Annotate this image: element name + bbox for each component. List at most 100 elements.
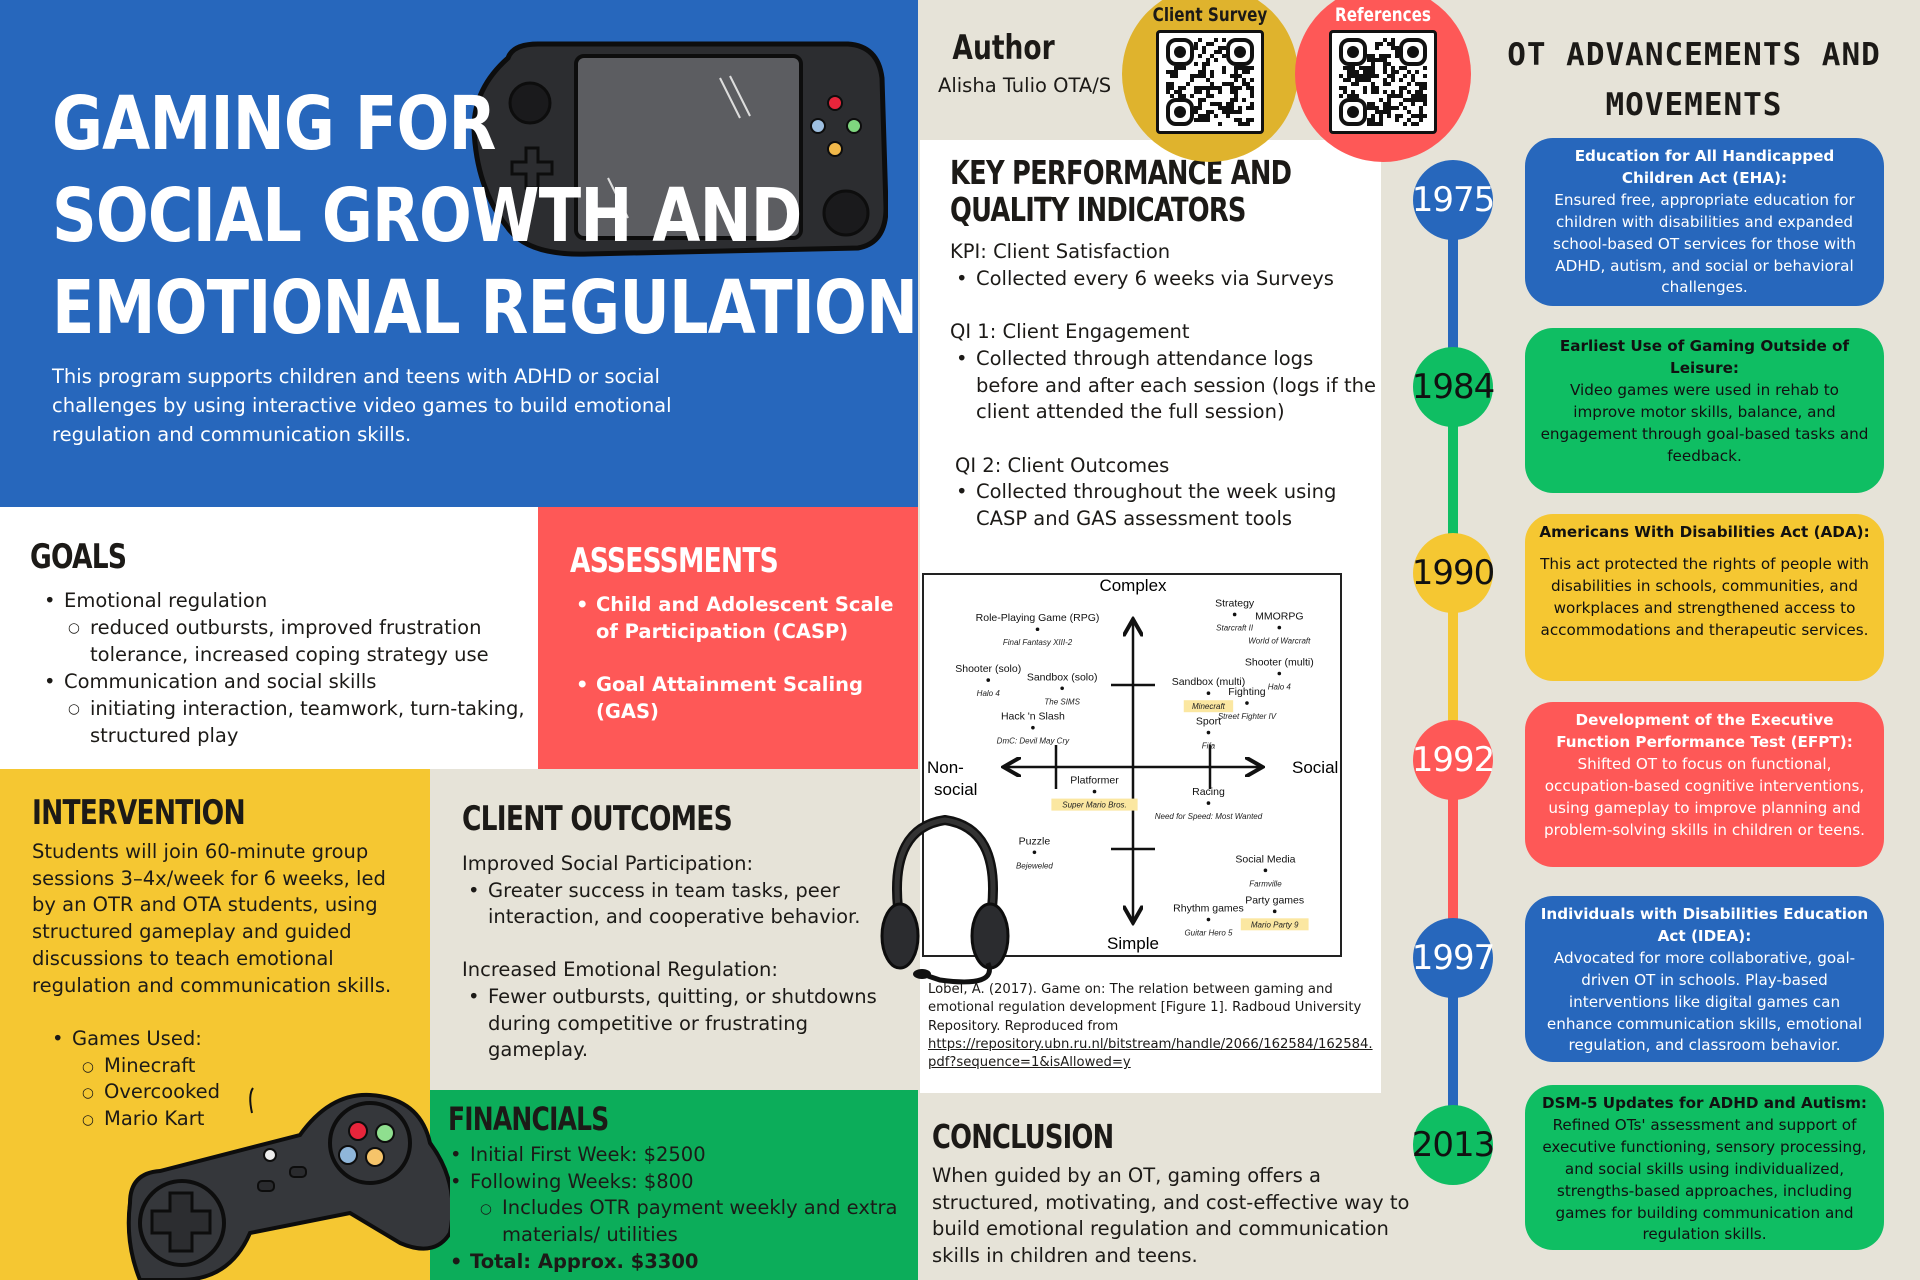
timeline-segment [1448,760,1458,958]
goals-heading: Goals [30,537,127,577]
handheld-console-icon [471,41,888,257]
genre-example: Final Fantasy XIII-2 [1003,638,1073,647]
genre-point [1060,686,1064,691]
goals-list: Emotional regulation reduced outbursts, … [38,587,538,749]
genre-example: Guitar Hero 5 [1184,929,1233,938]
assessments-list: Child and Adolescent Scale of Participat… [570,591,910,751]
highlight-marker [1051,798,1138,811]
genre-point [986,678,991,682]
genre-example: Halo 4 [1268,683,1292,692]
financial-note: Includes OTR payment weekly and extra ma… [476,1195,914,1248]
genre-example: Need for Speed: Most Wanted [1155,812,1263,821]
timeline-event-body: Advocated for more collaborative, goal-d… [1546,948,1863,1055]
financials-section: Financials Initial First Week: $2500 Fol… [430,1090,918,1280]
assessments-heading: Assessments [570,541,779,581]
genre-label: Shooter (solo) [955,663,1021,675]
timeline-heading: OT Advancements and Movements [1474,30,1914,130]
genre-example: The SIMS [1044,697,1080,706]
outcomes-heading: Client Outcomes [462,799,733,839]
genre-example: Starcraft II [1216,623,1254,632]
goal-item: Communication and social skills initiati… [38,668,538,749]
games-used-item: Games Used: Minecraft Overcooked Mario K… [46,1026,220,1134]
qi-label: QI 2: Client Outcomes [955,453,1170,477]
kpi-heading-line: Key Performance and [950,153,1292,192]
timeline-event-title: Earliest Use of Gaming Outside of Leisur… [1559,337,1850,377]
genre-label: Hack 'n Slash [1001,711,1065,723]
caption-text: Lobel, A. (2017). Game on: The relation … [928,982,1362,1034]
genre-example: Mario Party 9 [1251,920,1299,929]
genre-label: Party games [1245,894,1304,906]
axis-label-nonsocial: Non-social [927,758,977,799]
games-label: Games Used: [72,1027,202,1050]
intervention-body: Students will join 60-minute group sessi… [32,840,392,997]
assessment-item: Goal Attainment Scaling (GAS) [570,671,910,725]
genre-label: Sport [1196,716,1221,728]
kpi-heading-line: Quality Indicators [950,190,1246,229]
qi-item: Collected through attendance logs before… [950,346,1380,426]
genre-point [1032,850,1037,855]
timeline-event-title: Americans With Disabilities Act (ADA): [1539,523,1870,541]
diagram-canvas: Complex Simple Social Non-social Role-Pl… [927,576,1338,953]
genre-point [1206,917,1211,922]
timeline-segment [1448,200,1458,387]
caption-link[interactable]: https://repository.ubn.ru.nl/bitstream/h… [928,1036,1373,1071]
timeline-event-body: Ensured free, appropriate education for … [1553,190,1856,297]
game-controller-icon [126,1087,450,1280]
timeline-event: Individuals with Disabilities Education … [1525,896,1884,1062]
genre-example: Fifa [1202,742,1216,751]
game-item: Minecraft [78,1053,220,1081]
goal-subitem: initiating interaction, teamwork, turn-t… [64,695,538,749]
timeline-year: 1990 [1412,533,1495,613]
timeline-event-title: Development of the Executive Function Pe… [1556,711,1853,751]
timeline-event: Earliest Use of Gaming Outside of Leisur… [1525,328,1884,493]
genre-point [1035,627,1040,632]
title-line: Gaming for [52,81,496,167]
genre-label: Platformer [1070,775,1119,787]
game-item: Mario Kart [78,1106,220,1134]
client-outcomes-section: Client Outcomes Improved Social Particip… [430,769,918,1090]
qr-code-icon[interactable] [1329,30,1437,134]
timeline-event: Education for All Handicapped Children A… [1525,138,1884,306]
genre-label: Shooter (multi) [1245,657,1314,669]
intro-text: This program supports children and teens… [52,365,672,446]
genre-point [1206,801,1211,805]
genre-example: Super Mario Bros. [1062,801,1126,810]
goal-label: Communication and social skills [64,670,377,693]
genre-point [1031,725,1035,730]
genre-example: Farmville [1249,879,1282,888]
author-name: Alisha Tulio OTA/S [938,74,1112,97]
genre-label: Fighting [1228,686,1266,698]
genre-point [1263,868,1268,873]
financial-total: Total: Approx. $3300 [444,1249,914,1276]
genre-label: Sandbox (multi) [1172,676,1246,688]
genre-example: Street Fighter IV [1218,712,1277,721]
genre-label: Strategy [1215,597,1255,609]
kpi-item: Collected every 6 weeks via Surveys [950,266,1380,293]
genre-point [1206,691,1211,695]
timeline-event-title: Individuals with Disabilities Education … [1540,905,1869,945]
genre-label: Social Media [1235,853,1295,865]
timeline-event-body: Shifted OT to focus on functional, occup… [1544,754,1865,839]
genre-example: World of Warcraft [1248,637,1311,646]
genre-example: DmC: Devil May Cry [997,737,1070,746]
timeline-segment [1448,387,1458,573]
game-item: Overcooked [78,1079,220,1107]
goals-section: Goals Emotional regulation reduced outbu… [0,507,538,769]
headset-icon [880,814,1010,985]
qr-code-icon[interactable] [1156,30,1264,134]
outcome-label: Increased Emotional Regulation: [462,958,778,982]
references-qr[interactable]: References [1295,0,1471,162]
outcome-label: Improved Social Participation: [462,852,754,875]
client-survey-qr[interactable]: Client Survey [1122,0,1298,162]
axis-label-simple: Simple [1107,934,1159,953]
timeline-event: DSM-5 Updates for ADHD and Autism:Refine… [1525,1085,1884,1250]
assessments-section: Assessments Child and Adolescent Scale o… [538,507,918,769]
axis-label-complex: Complex [1099,576,1167,595]
timeline-event-body: This act protected the rights of people … [1540,554,1869,639]
genre-example: Halo 4 [977,689,1001,698]
financials-heading: Financials [448,1100,609,1138]
timeline-segment [1448,573,1458,760]
financial-following: Following Weeks: $800 [470,1169,694,1193]
intervention-heading: Intervention [32,793,246,833]
goal-label: Emotional regulation [64,589,268,612]
